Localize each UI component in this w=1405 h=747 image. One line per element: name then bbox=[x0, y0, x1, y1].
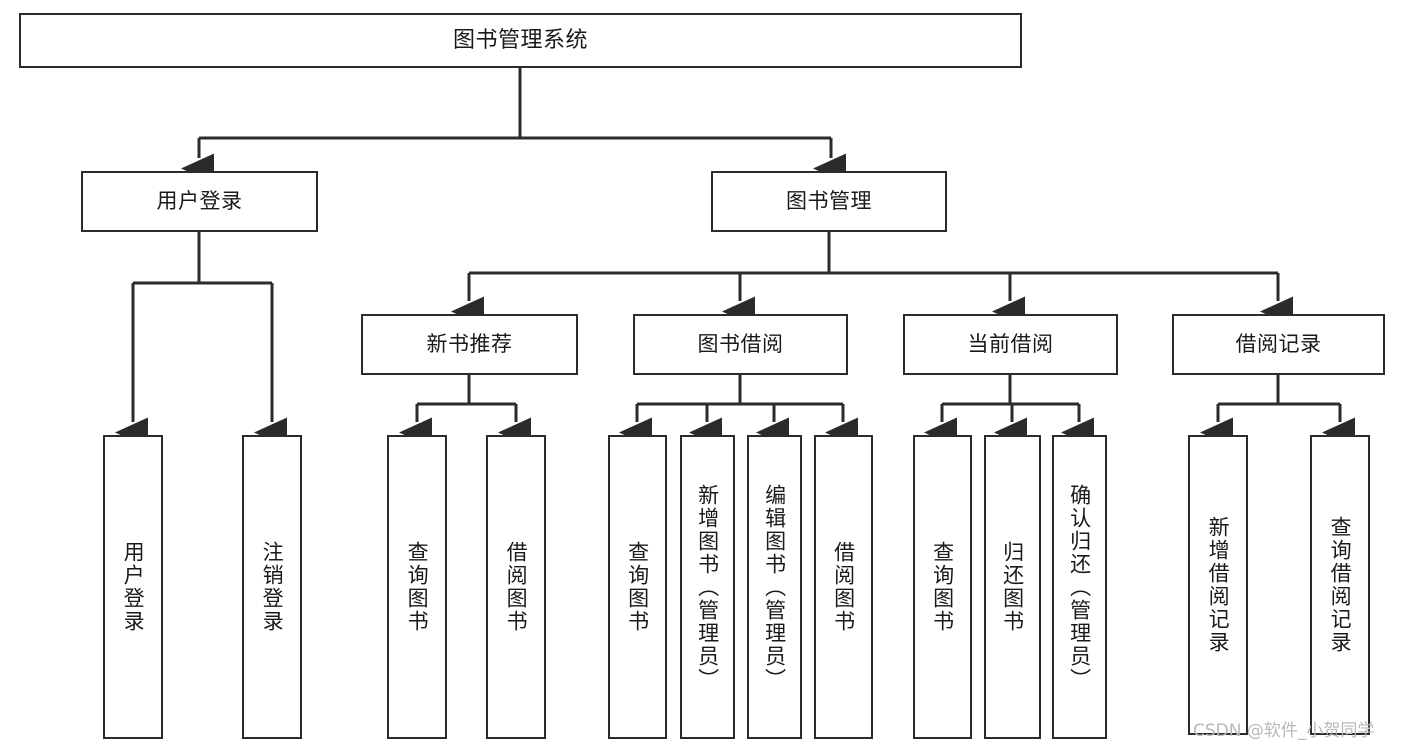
node-book-borrow[interactable]: 图书借阅 bbox=[633, 314, 848, 375]
node-new-book-recommend-label: 新书推荐 bbox=[426, 332, 513, 357]
node-book-borrow-label: 图书借阅 bbox=[697, 332, 784, 357]
leaf-edit-book-admin-label: 编辑图书（管理员） bbox=[762, 483, 787, 691]
node-borrow-record[interactable]: 借阅记录 bbox=[1172, 314, 1385, 375]
leaf-edit-book-admin[interactable]: 编辑图书（管理员） bbox=[747, 435, 802, 739]
leaf-logout[interactable]: 注销登录 bbox=[242, 435, 302, 739]
node-current-borrow-label: 当前借阅 bbox=[967, 332, 1054, 357]
leaf-query-borrow-record-label: 查询借阅记录 bbox=[1328, 516, 1353, 654]
leaf-borrow-book-recommend-label: 借阅图书 bbox=[504, 541, 529, 633]
leaf-add-borrow-record-label: 新增借阅记录 bbox=[1206, 516, 1231, 654]
leaf-borrow-book-recommend[interactable]: 借阅图书 bbox=[486, 435, 546, 739]
leaf-borrow-book-label: 借阅图书 bbox=[831, 541, 856, 633]
node-book-manage[interactable]: 图书管理 bbox=[711, 171, 947, 232]
node-book-manage-label: 图书管理 bbox=[786, 189, 872, 214]
leaf-logout-label: 注销登录 bbox=[260, 541, 285, 633]
node-user-login-label: 用户登录 bbox=[156, 189, 243, 214]
watermark: CSDN @软件_小贺同学 bbox=[1193, 721, 1375, 741]
leaf-query-book-current[interactable]: 查询图书 bbox=[913, 435, 972, 739]
leaf-borrow-book[interactable]: 借阅图书 bbox=[814, 435, 873, 739]
leaf-user-login[interactable]: 用户登录 bbox=[103, 435, 163, 739]
leaf-return-book-label: 归还图书 bbox=[1000, 541, 1025, 633]
leaf-confirm-return-admin-label: 确认归还（管理员） bbox=[1067, 483, 1092, 691]
node-current-borrow[interactable]: 当前借阅 bbox=[903, 314, 1118, 375]
leaf-add-borrow-record[interactable]: 新增借阅记录 bbox=[1188, 435, 1248, 735]
leaf-query-book-borrow-label: 查询图书 bbox=[625, 541, 650, 633]
leaf-add-book-admin[interactable]: 新增图书（管理员） bbox=[680, 435, 735, 739]
leaf-add-book-admin-label: 新增图书（管理员） bbox=[695, 483, 720, 691]
leaf-confirm-return-admin[interactable]: 确认归还（管理员） bbox=[1052, 435, 1107, 739]
leaf-user-login-label: 用户登录 bbox=[121, 541, 146, 633]
node-user-login[interactable]: 用户登录 bbox=[81, 171, 318, 232]
leaf-query-borrow-record[interactable]: 查询借阅记录 bbox=[1310, 435, 1370, 735]
leaf-return-book[interactable]: 归还图书 bbox=[984, 435, 1041, 739]
leaf-query-book-recommend-label: 查询图书 bbox=[405, 541, 430, 633]
leaf-query-book-recommend[interactable]: 查询图书 bbox=[387, 435, 447, 739]
node-new-book-recommend[interactable]: 新书推荐 bbox=[361, 314, 578, 375]
leaf-query-book-borrow[interactable]: 查询图书 bbox=[608, 435, 667, 739]
node-borrow-record-label: 借阅记录 bbox=[1235, 332, 1322, 357]
node-root[interactable]: 图书管理系统 bbox=[19, 13, 1022, 68]
leaf-query-book-current-label: 查询图书 bbox=[930, 541, 955, 633]
node-root-label: 图书管理系统 bbox=[452, 27, 588, 53]
